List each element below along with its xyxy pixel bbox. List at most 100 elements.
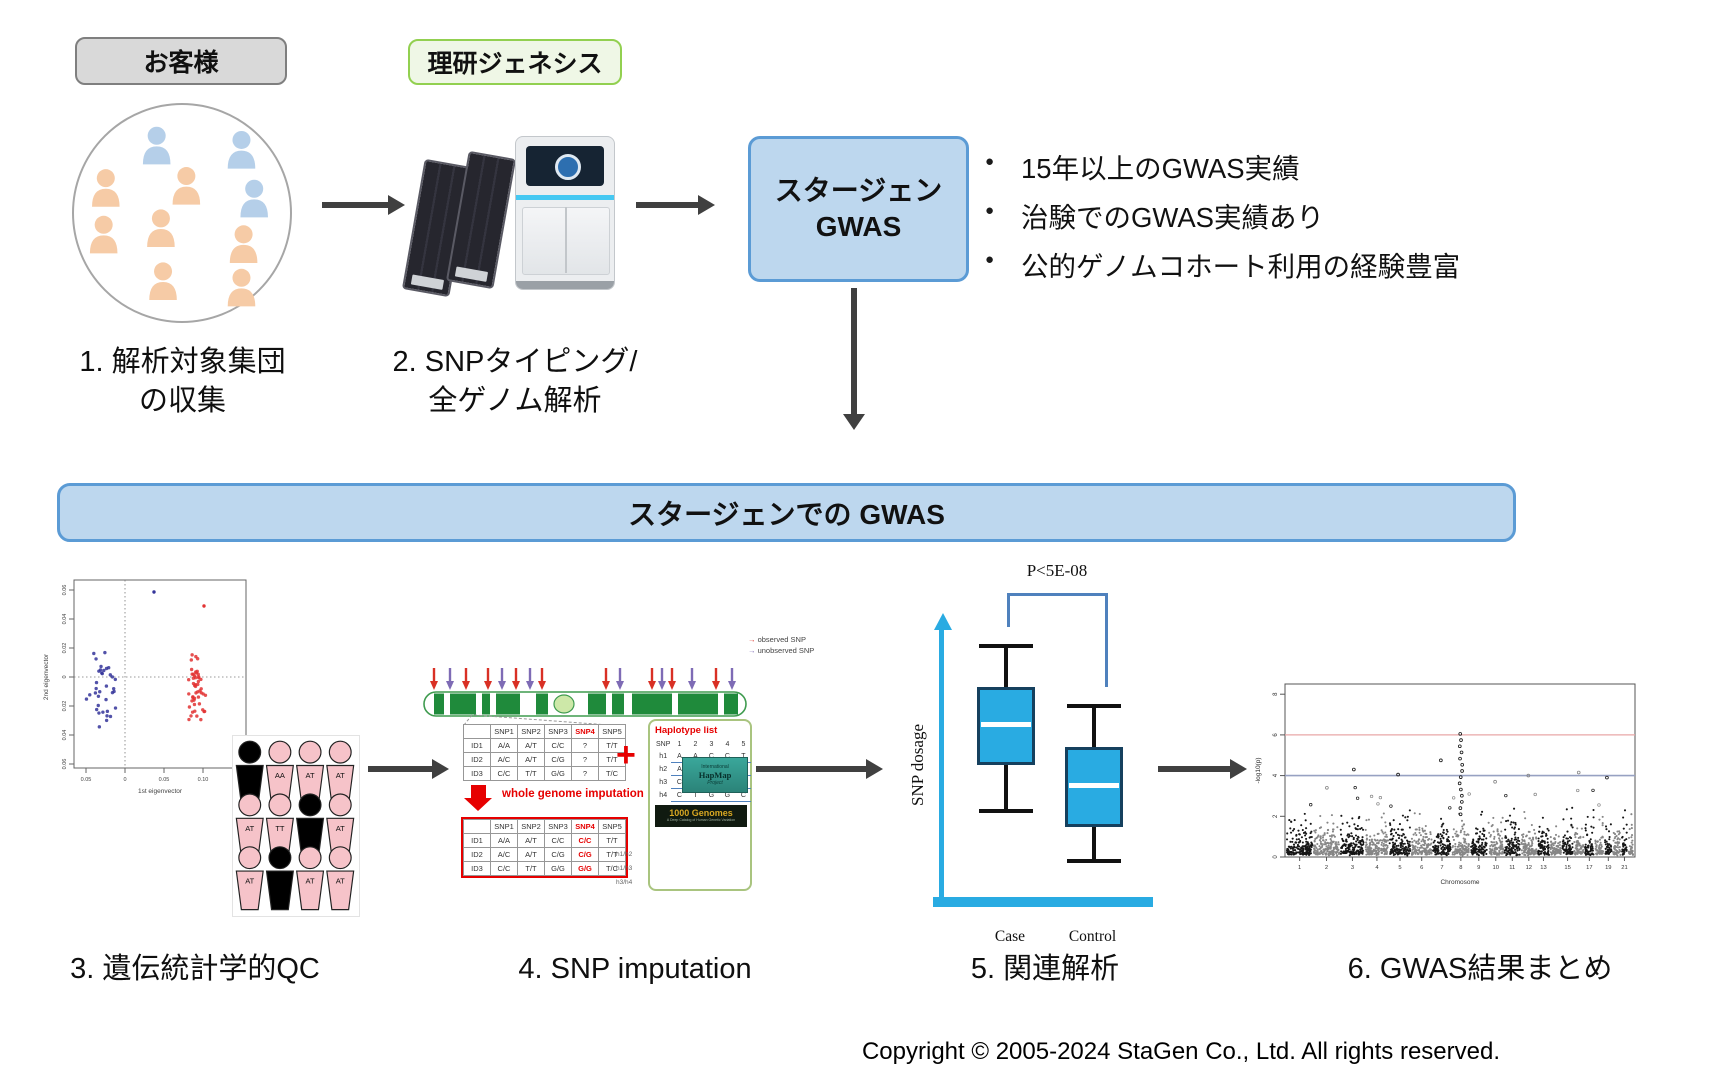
bullet-icon: ● xyxy=(985,153,995,170)
stagen-gwas-box: スタージェン GWAS xyxy=(748,136,969,282)
bullet-icon: ● xyxy=(985,202,995,219)
boxplot-baseline xyxy=(933,897,1153,907)
genotype-label: AT xyxy=(306,771,315,780)
hapmap-line1: International xyxy=(701,764,729,770)
manhattan-xtick-label: 8 xyxy=(1459,865,1462,871)
bullet-label: 治験でのGWAS実績あり xyxy=(1021,202,1325,233)
snp-cell: ID1 xyxy=(463,738,491,753)
arrow-stagen-to-banner xyxy=(843,288,865,430)
step2-line2: 全ゲノム解析 xyxy=(428,385,602,418)
thousand-genomes-logo: 1000 Genomes A Deep Catalog of Human Gen… xyxy=(655,805,747,827)
imputation-arrow xyxy=(471,785,486,798)
haplotype-pair-label: h1/h2 xyxy=(616,851,633,858)
genotype-label: AA xyxy=(275,771,286,780)
manhattan-xtick-label: 4 xyxy=(1375,865,1379,871)
significance-bracket-left xyxy=(1007,593,1010,627)
genotype-label: AT xyxy=(245,824,254,833)
customer-label: お客様 xyxy=(143,49,219,77)
snp-cell: T/C xyxy=(598,766,626,781)
people-group-icon xyxy=(89,126,268,307)
hapmap-line3: Project xyxy=(707,780,723,786)
experience-bullet-list: ●15年以上のGWAS実績●治験でのGWAS実績あり●公的ゲノムコホート利用の経… xyxy=(985,146,1525,293)
snp-cell: G/G xyxy=(544,861,572,876)
arrow-association-to-results xyxy=(1158,759,1247,779)
snp-cell: ? xyxy=(571,738,599,753)
plus-sign: + xyxy=(616,736,636,774)
zoom-dashes xyxy=(463,714,609,726)
snp-cell: ? xyxy=(571,752,599,767)
banner-label: スタージェンでの GWAS xyxy=(628,498,945,530)
observed-snp-arrow-icon xyxy=(602,668,610,690)
arrow-cohort-to-typing xyxy=(322,195,405,215)
person-icon xyxy=(229,225,258,263)
snp-cell: C/C xyxy=(544,833,572,848)
riken-genesis-label-box: 理研ジェネシス xyxy=(408,39,622,85)
bullet-item: ●15年以上のGWAS実績 xyxy=(985,146,1525,186)
qc-ytick-label: 0.04 xyxy=(62,730,68,741)
snp-cell: ID3 xyxy=(463,861,491,876)
haplotype-cell: h4 xyxy=(659,791,668,799)
haplotype-pair-label: h1/h3 xyxy=(616,865,633,872)
manhattan-ytick-label: 4 xyxy=(1273,773,1279,777)
sequencer-screen-icon xyxy=(526,146,604,186)
control-whisker-bottom-cap xyxy=(1067,859,1121,863)
riken-genesis-label: 理研ジェネシス xyxy=(427,50,603,78)
unobserved-snp-arrow-icon xyxy=(658,668,666,690)
snp-arrow-legend: → observed SNP → unobserved SNP xyxy=(748,634,814,657)
chromosome-ideogram xyxy=(423,668,747,717)
snp-cell: A/T xyxy=(517,833,545,848)
qc-ytick-label: 0.06 xyxy=(62,585,68,596)
case-whisker-top-cap xyxy=(979,644,1033,648)
person-icon: TT xyxy=(265,793,294,858)
genotype-label: AT xyxy=(336,771,345,780)
thousand-genomes-label: 1000 Genomes xyxy=(669,808,733,819)
manhattan-xtick-label: 19 xyxy=(1605,865,1611,871)
thousand-genomes-subtitle: A Deep Catalog of Human Genetic Variatio… xyxy=(666,818,736,823)
person-icon: AT xyxy=(296,740,325,805)
person-icon xyxy=(172,167,201,205)
step1-caption: 1. 解析対象集団 の収集 xyxy=(40,343,325,421)
control-group-label: Control xyxy=(1068,928,1117,945)
control-whisker-top-cap xyxy=(1067,704,1121,708)
qc-xtick-label: 0.05 xyxy=(159,777,170,783)
snp-cell: ID3 xyxy=(463,766,491,781)
arrow-qc-to-imputation xyxy=(368,759,449,779)
qc-xlabel: 1st eigenvector xyxy=(138,788,183,795)
stagen-gwas-banner: スタージェンでの GWAS xyxy=(57,483,1516,542)
hapmap-logo: International HapMap Project xyxy=(682,757,748,793)
unobserved-snp-arrow-icon xyxy=(616,668,624,690)
haplotype-cell: h1 xyxy=(659,752,668,760)
observed-snp-arrow-icon xyxy=(648,668,656,690)
observed-snp-arrow-icon xyxy=(512,668,520,690)
snp-header-cell: SNP2 xyxy=(517,819,545,834)
unobserved-snp-legend: → unobserved SNP xyxy=(748,646,815,656)
snp-cell: ID1 xyxy=(463,833,491,848)
person-icon xyxy=(149,262,177,301)
snp-cell: ? xyxy=(571,766,599,781)
microarray-chips-icon xyxy=(401,150,517,298)
manhattan-ytick-label: 8 xyxy=(1273,692,1279,696)
significance-bracket-right xyxy=(1105,593,1108,687)
qc-xtick-label: 0.10 xyxy=(198,777,209,783)
observed-snp-legend: → observed SNP xyxy=(748,635,806,644)
manhattan-xtick-label: 13 xyxy=(1540,865,1546,871)
observed-snp-arrow-icon xyxy=(712,668,720,690)
unobserved-snp-arrow-icon xyxy=(446,668,454,690)
manhattan-xtick-label: 10 xyxy=(1493,865,1499,871)
affected-person-icon xyxy=(296,793,325,858)
person-icon: AT xyxy=(326,793,355,858)
affected-person-icon xyxy=(265,846,294,911)
haplotype-header-cell: 3 xyxy=(709,740,714,748)
case-median xyxy=(981,722,1031,727)
snp-cell: A/T xyxy=(517,752,545,767)
person-icon: AT xyxy=(326,846,355,911)
haplotype-list-box: Haplotype list SNP12345h1AACCTh2ATCCTh3C… xyxy=(648,719,752,891)
manhattan-xtick-label: 7 xyxy=(1440,865,1443,871)
snp-dosage-axis xyxy=(939,628,944,905)
